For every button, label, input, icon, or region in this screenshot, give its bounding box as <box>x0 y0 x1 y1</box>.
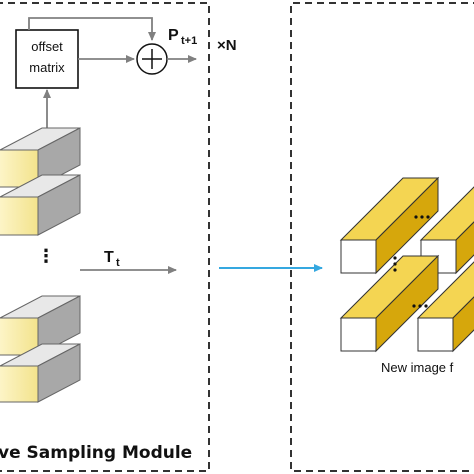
module-title: ve Sampling Module <box>0 443 192 463</box>
t-subscript: t <box>116 257 120 269</box>
offset-matrix-box: offset matrix <box>15 29 79 89</box>
adder-plus-icon <box>136 43 168 75</box>
offset-label-line2: matrix <box>29 60 65 75</box>
new-image-label: New image f <box>381 360 454 375</box>
feature-bar-1 <box>0 127 81 188</box>
gold-bar-bottom-left <box>339 254 440 353</box>
gold-bar-top-left <box>339 176 440 275</box>
new-image-features <box>339 176 474 353</box>
offset-label-line1: offset <box>31 39 63 54</box>
feature-bar-4 <box>0 343 81 403</box>
feature-stack-left: ⋮ <box>0 127 81 403</box>
gold-bar-bottom-right <box>416 261 474 353</box>
times-n-label: ×N <box>217 37 237 54</box>
feature-bar-2 <box>0 174 81 236</box>
arrow-input-to-adder <box>28 17 156 41</box>
right-module-border <box>290 2 474 472</box>
t-label: T <box>104 249 114 266</box>
stack-ellipsis: ⋮ <box>37 246 55 266</box>
feature-ellipsis-dots <box>393 215 430 308</box>
p-label: P <box>168 27 179 44</box>
p-subscript: t+1 <box>181 35 197 47</box>
left-module-border <box>0 2 210 472</box>
feature-bar-3 <box>0 295 81 356</box>
